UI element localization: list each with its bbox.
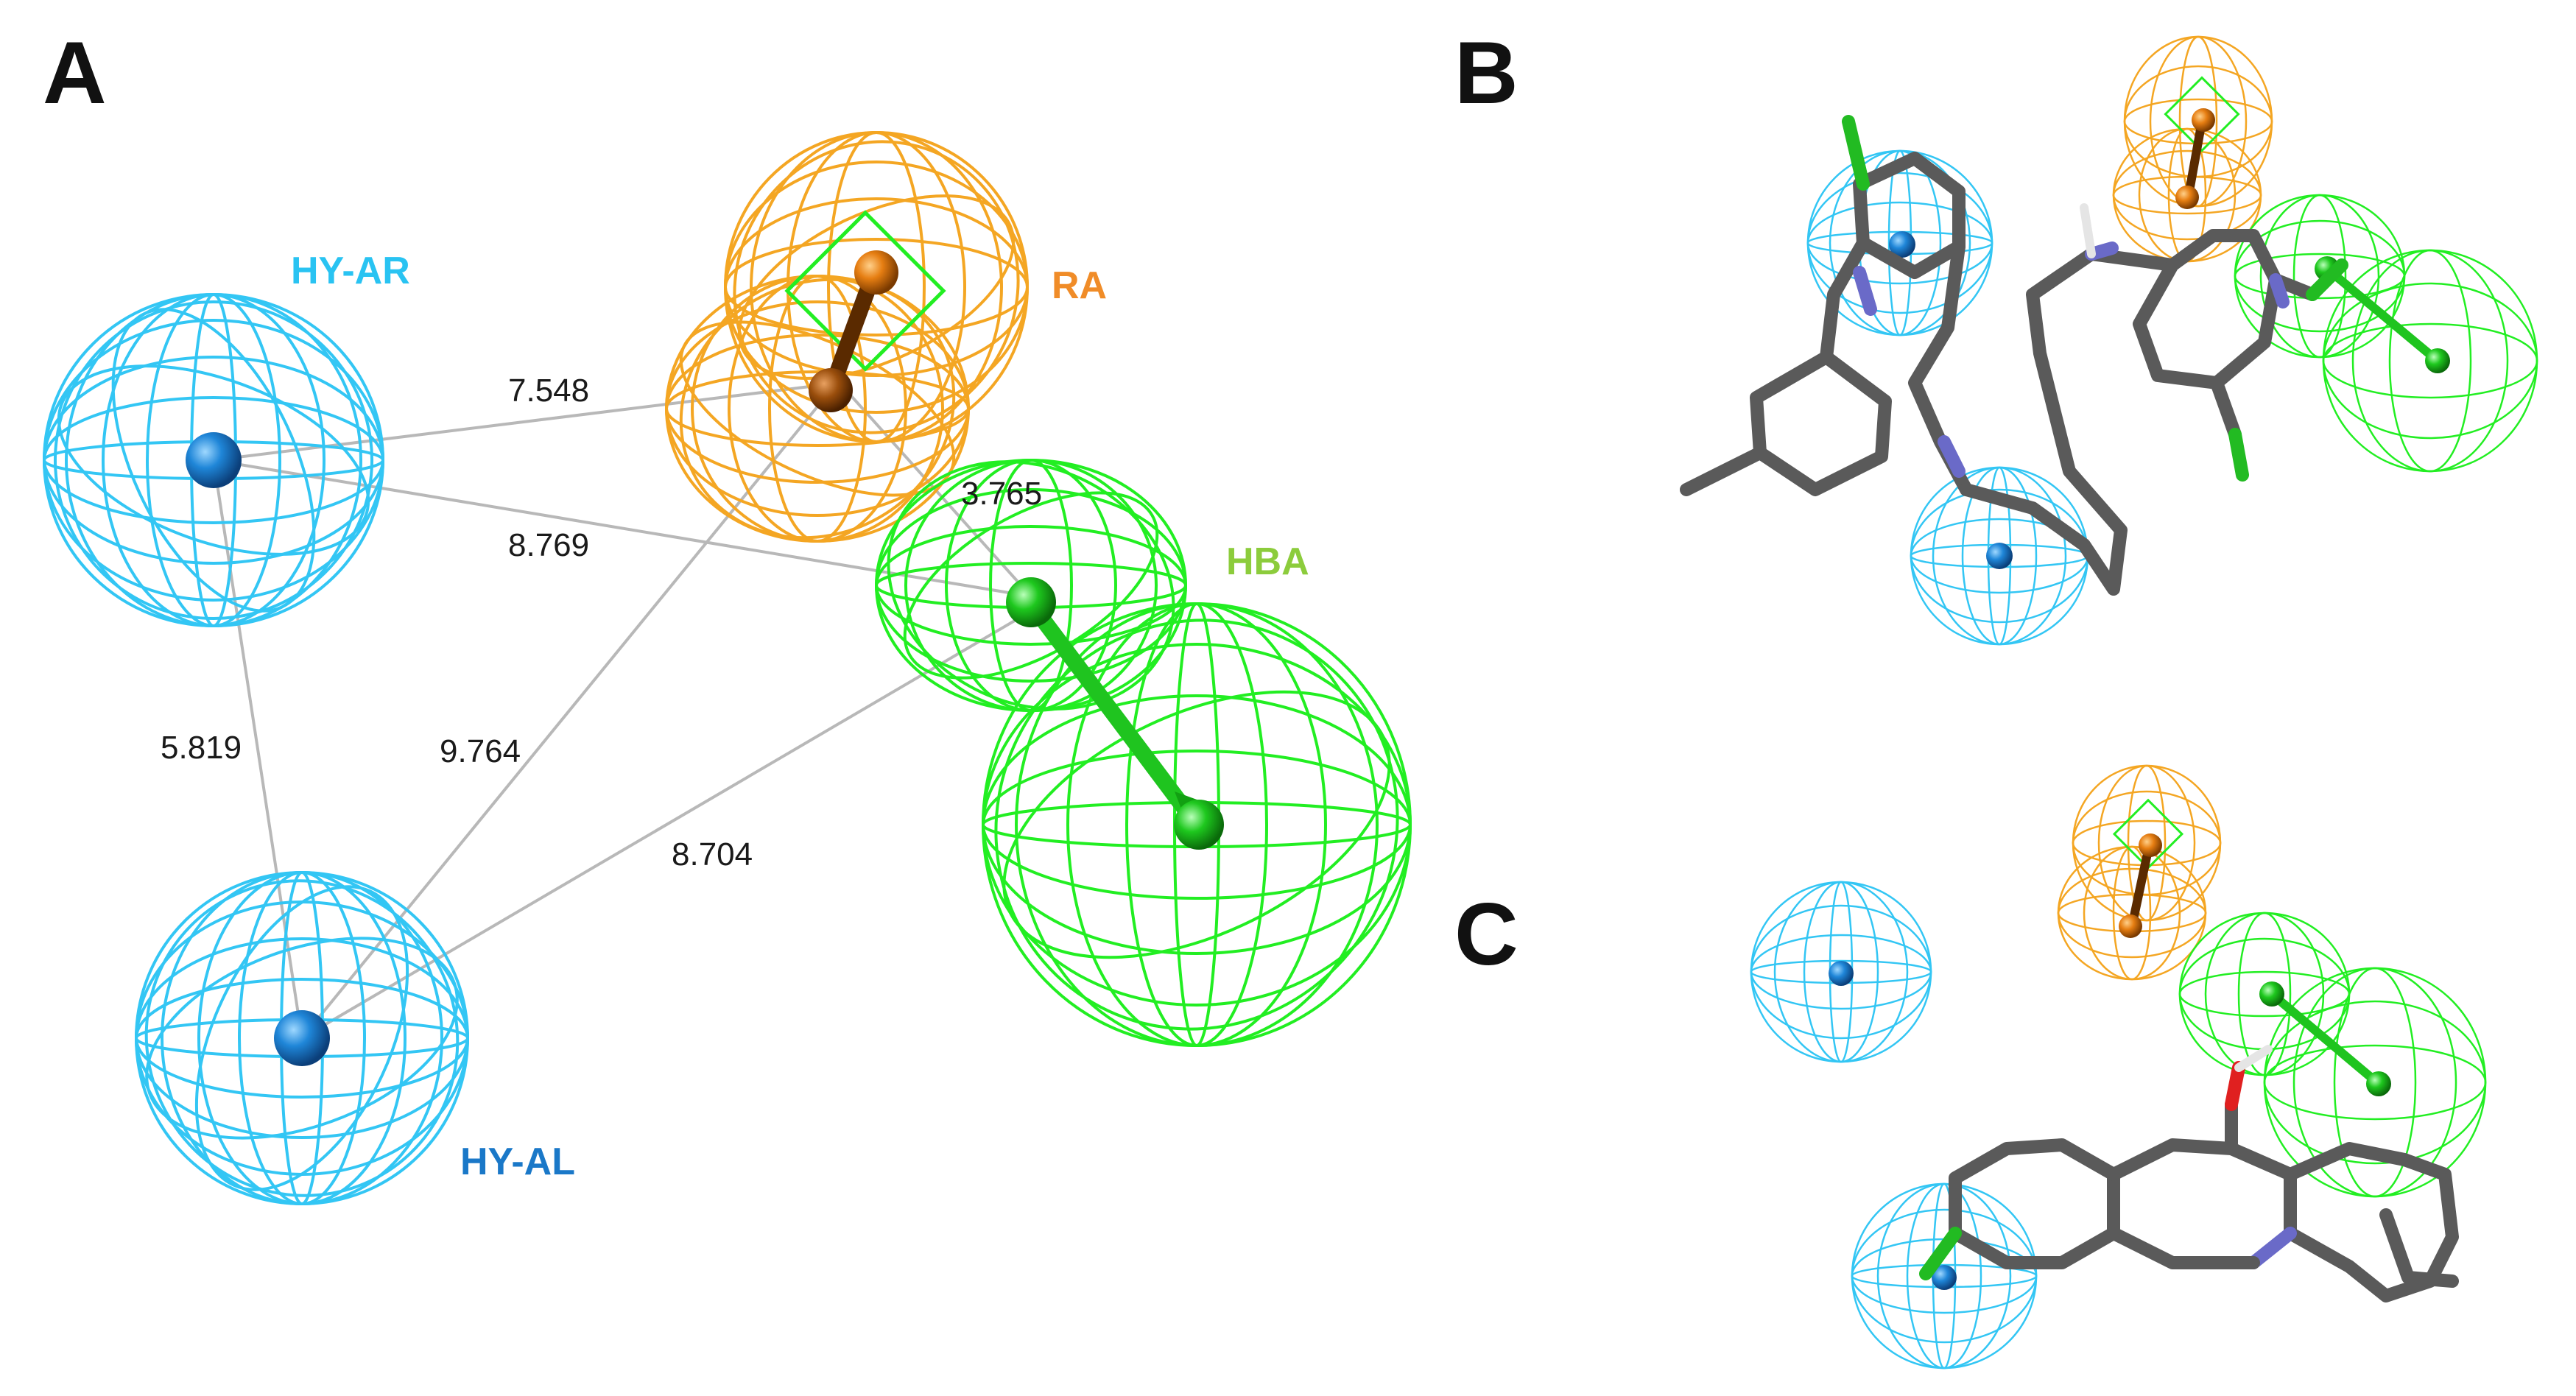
- c-ra-vector: [2128, 845, 2153, 928]
- c-hba-tip: [2366, 1071, 2391, 1096]
- b-ra-tip: [2192, 108, 2215, 132]
- panel-c-letter: C: [1454, 885, 1518, 984]
- ra-plane-square: [784, 210, 946, 372]
- distance-hyal-hba: 8.704: [672, 836, 753, 872]
- b-ra-base: [2175, 186, 2199, 209]
- hba-sphere-lower: [982, 602, 1412, 1047]
- hba-vector-tip: [1174, 800, 1224, 850]
- ra-vector-tip: [854, 250, 898, 295]
- hba-vector-base: [1006, 577, 1056, 627]
- panel-c: C: [1454, 764, 2487, 1369]
- ra-vector: [824, 268, 881, 395]
- hba-vector: [1023, 596, 1205, 833]
- c-ra-spheres: [2057, 764, 2222, 981]
- ra-sphere-lower: [665, 275, 970, 543]
- hy-al-center: [274, 1010, 330, 1066]
- hy-ar-label: HY-AR: [291, 250, 410, 292]
- panel-b-letter: B: [1454, 24, 1518, 122]
- c-hba-vector: [2269, 990, 2382, 1087]
- c-ligand: [1919, 1045, 2459, 1302]
- line-hyal-ra: [300, 396, 826, 1040]
- b-ra-plane: [2164, 76, 2240, 152]
- b-hy-ar-sphere: [1806, 149, 1993, 336]
- distance-ra-hba: 3.765: [961, 476, 1042, 512]
- b-hba-spheres: [2234, 194, 2538, 473]
- hba-label: HBA: [1226, 540, 1309, 583]
- b-ligand: [1680, 115, 2348, 596]
- distance-hyal-ra: 9.764: [440, 733, 521, 769]
- c-hba-base: [2259, 981, 2284, 1007]
- hy-ar-center: [186, 432, 242, 488]
- b-hba-vector: [2324, 265, 2440, 364]
- panel-a: A: [43, 24, 1412, 1205]
- c-ra-base: [2119, 914, 2142, 938]
- c-hy-al-center: [1932, 1265, 1957, 1290]
- panel-b: B: [1454, 24, 2538, 646]
- distance-hyar-hba: 8.769: [508, 527, 589, 563]
- b-ra-vector: [2184, 120, 2206, 197]
- ra-vector-base: [809, 368, 853, 412]
- ra-label: RA: [1052, 264, 1107, 307]
- b-hy-al-center: [1986, 543, 2013, 569]
- hy-al-sphere: [135, 871, 469, 1205]
- line-hyar-hyal: [212, 459, 303, 1039]
- distance-hyar-hyal: 5.819: [161, 730, 242, 766]
- panel-a-letter: A: [43, 24, 107, 122]
- distance-hyar-ra: 7.548: [508, 373, 589, 409]
- b-hy-ar-center: [1889, 231, 1915, 258]
- c-hy-ar-center: [1829, 961, 1854, 986]
- line-hyal-hba: [300, 610, 1032, 1040]
- c-hba-spheres: [2178, 912, 2487, 1198]
- c-ra-tip: [2139, 833, 2162, 857]
- hy-al-label: HY-AL: [460, 1141, 575, 1183]
- b-hba-tip: [2425, 348, 2450, 373]
- c-hy-al-sphere: [1851, 1182, 2038, 1369]
- c-ra-plane: [2112, 798, 2184, 870]
- line-hyar-ra: [213, 381, 840, 462]
